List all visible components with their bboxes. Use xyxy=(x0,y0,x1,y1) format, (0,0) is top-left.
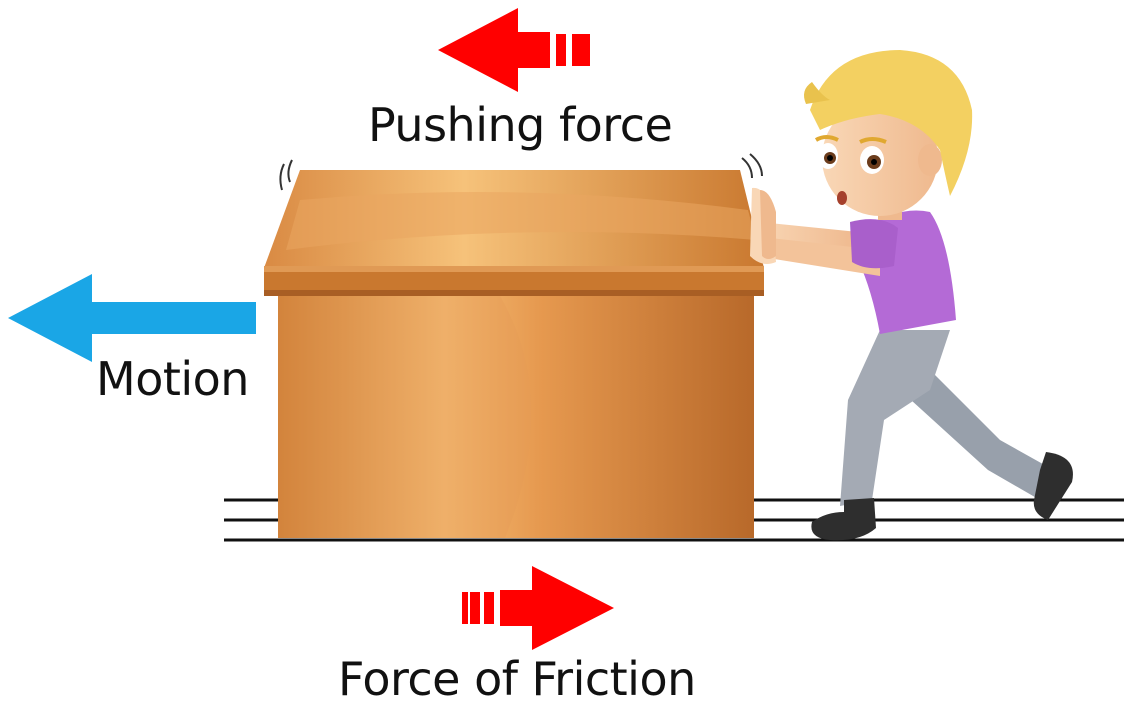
pushing-force-arrow-icon xyxy=(438,8,590,92)
force-of-friction-label: Force of Friction xyxy=(338,652,696,706)
friction-arrow-icon xyxy=(462,566,614,650)
motion-arrow-icon xyxy=(8,274,256,362)
wooden-box xyxy=(264,154,764,538)
pushing-force-label: Pushing force xyxy=(368,98,672,152)
motion-label: Motion xyxy=(96,352,249,406)
boy-pushing-figure xyxy=(750,50,1073,540)
